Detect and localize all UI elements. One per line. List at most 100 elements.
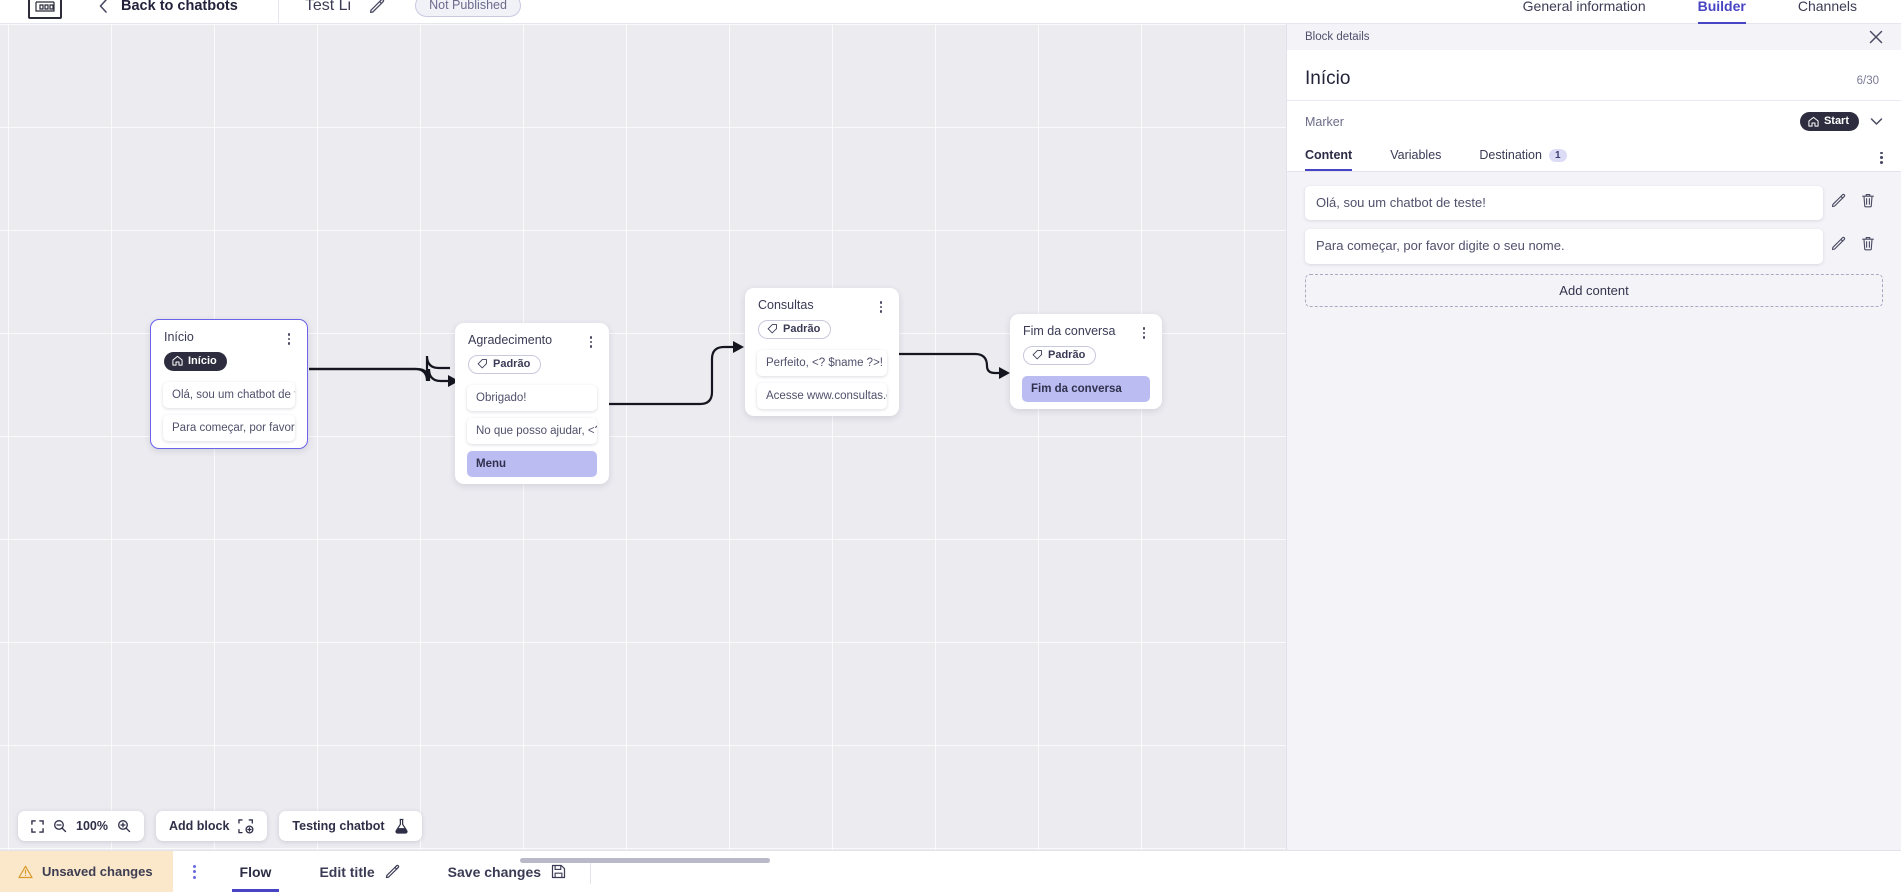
pencil-icon (385, 864, 400, 879)
block-char-count: 6/30 (1856, 75, 1879, 87)
block-details-panel: Block details Início 6/30 Marker Start (1286, 24, 1901, 872)
tab-builder[interactable]: Builder (1697, 0, 1746, 24)
node-message[interactable]: Menu (467, 451, 597, 478)
home-icon (1808, 116, 1819, 127)
edit-title-label: Edit title (319, 863, 375, 880)
save-changes-button[interactable]: Save changes (424, 851, 590, 892)
flow-edges (309, 341, 1010, 406)
add-block-label: Add block (168, 819, 230, 833)
bottom-bar: Unsaved changes Flow Edit title Save cha… (0, 850, 1901, 892)
block-title: Início (1305, 68, 1351, 89)
node-message[interactable]: Para começar, por favor digite o ... (163, 415, 295, 442)
tab-general-information[interactable]: General information (1522, 0, 1646, 14)
warning-icon (18, 865, 33, 879)
marker-value-badge[interactable]: Start (1799, 112, 1859, 131)
chevron-down-icon[interactable] (1870, 117, 1883, 126)
zoom-in-icon[interactable] (117, 819, 131, 833)
zoom-out-icon[interactable] (53, 819, 67, 833)
panel-tabs: Content Variables Destination 1 (1287, 142, 1901, 172)
flow-node-fim-da-conversa[interactable]: Fim da conversa Padrão Fim da conversa (1010, 314, 1162, 410)
fit-screen-icon[interactable] (31, 819, 44, 833)
trash-icon[interactable] (1853, 229, 1883, 251)
flow-node-inicio[interactable]: Início Início Olá, sou um chatbot de tes… (150, 319, 308, 450)
tab-destination-label: Destination (1479, 148, 1542, 162)
node-header: Fim da conversa (1010, 314, 1162, 339)
node-tag-label: Padrão (783, 322, 821, 335)
bottom-menu-button[interactable] (173, 851, 216, 892)
content-item: Olá, sou um chatbot de teste! (1305, 186, 1883, 221)
flow-node-agradecimento[interactable]: Agradecimento Padrão Obrigado! No que po… (455, 323, 609, 485)
flow-label: Flow (239, 863, 272, 880)
flow-node-consultas[interactable]: Consultas Padrão Perfeito, <? $name ?>! … (745, 288, 899, 417)
top-tabs: General information Builder Channels (1471, 0, 1901, 24)
add-block-icon (238, 818, 254, 834)
edit-title-button[interactable]: Edit title (295, 851, 423, 892)
node-header: Início (151, 320, 307, 345)
node-message[interactable]: Obrigado! (467, 385, 597, 412)
node-tag-row: Padrão (455, 348, 609, 379)
panel-content-list: Olá, sou um chatbot de teste! Para começ… (1287, 172, 1901, 872)
testing-chatbot-button[interactable]: Testing chatbot (279, 811, 422, 841)
node-header: Consultas (745, 288, 899, 313)
tab-variables[interactable]: Variables (1390, 148, 1441, 171)
node-menu-button[interactable] (584, 333, 598, 348)
node-menu-button[interactable] (1137, 324, 1151, 339)
node-message[interactable]: Perfeito, <? $name ?>! (757, 350, 887, 377)
node-tag-start: Início (164, 351, 227, 371)
save-changes-label: Save changes (447, 863, 542, 880)
node-message[interactable]: Olá, sou um chatbot de teste! (163, 382, 295, 409)
node-message[interactable]: No que posso ajudar, <? $name ... (467, 418, 597, 445)
save-disk-icon (551, 864, 566, 879)
node-title: Agradecimento (468, 333, 553, 347)
zoom-level: 100% (76, 819, 108, 833)
node-menu-button[interactable] (874, 298, 888, 313)
node-tag-row: Padrão (1010, 339, 1162, 370)
tab-channels[interactable]: Channels (1797, 0, 1857, 14)
flask-icon (394, 818, 409, 834)
bot-title: Test Li (304, 0, 352, 14)
unsaved-changes-label: Unsaved changes (42, 864, 153, 879)
node-tag-label: Padrão (493, 357, 531, 370)
node-tag-label: Início (188, 354, 217, 367)
node-tag-default: Padrão (1023, 345, 1097, 365)
panel-header: Block details (1287, 24, 1901, 50)
node-tag-label: Padrão (1048, 348, 1086, 361)
node-message[interactable]: Acesse www.consultas.com par... (757, 383, 887, 410)
flow-canvas[interactable]: Início Início Olá, sou um chatbot de tes… (0, 24, 1286, 869)
marker-value-label: Start (1823, 115, 1849, 127)
content-item: Para começar, por favor digite o seu nom… (1305, 229, 1883, 264)
back-to-chatbots-link[interactable]: Back to chatbots (121, 0, 238, 14)
panel-overflow-button[interactable] (1880, 151, 1883, 171)
tag-icon (477, 358, 488, 369)
node-header: Agradecimento (455, 323, 609, 348)
node-tag-default: Padrão (758, 319, 832, 339)
app-logo-icon[interactable] (28, 0, 62, 19)
panel-body: Início 6/30 Marker Start Content (1287, 50, 1901, 872)
marker-row: Marker Start (1287, 101, 1901, 142)
canvas-toolbar: 100% Add block Testing chatbot (18, 811, 422, 841)
tab-destination[interactable]: Destination 1 (1479, 148, 1567, 171)
add-content-button[interactable]: Add content (1305, 273, 1883, 307)
top-divider (277, 0, 279, 24)
trash-icon[interactable] (1853, 186, 1883, 208)
content-text[interactable]: Para começar, por favor digite o seu nom… (1305, 229, 1823, 264)
pencil-icon[interactable] (1823, 186, 1853, 208)
tag-icon (1032, 349, 1043, 360)
chevron-left-icon[interactable] (98, 0, 109, 14)
panel-title-row: Início 6/30 (1287, 50, 1901, 101)
pencil-icon[interactable] (1823, 229, 1853, 251)
node-title: Início (164, 330, 194, 344)
close-icon[interactable] (1869, 30, 1883, 44)
canvas-horizontal-scrollbar[interactable] (520, 858, 770, 863)
content-text[interactable]: Olá, sou um chatbot de teste! (1305, 186, 1823, 221)
node-message[interactable]: Fim da conversa (1022, 376, 1150, 403)
panel-header-label: Block details (1305, 31, 1370, 43)
node-menu-button[interactable] (282, 330, 296, 345)
pencil-icon[interactable] (369, 0, 385, 14)
bottom-tab-flow[interactable]: Flow (216, 851, 296, 892)
tab-variables-label: Variables (1390, 148, 1442, 162)
add-block-button[interactable]: Add block (155, 811, 268, 841)
home-icon (172, 355, 183, 366)
zoom-controls: 100% (18, 811, 144, 841)
tab-content[interactable]: Content (1305, 148, 1353, 171)
